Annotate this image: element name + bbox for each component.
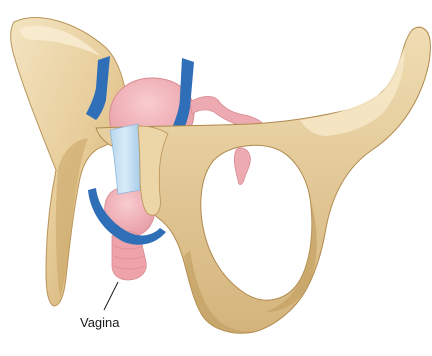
pubic-ligament-band xyxy=(110,124,140,194)
obturator-rim-shadow xyxy=(266,198,317,312)
vagina-label: Vagina xyxy=(80,315,120,330)
fimbriae xyxy=(234,148,250,185)
vagina-callout-line xyxy=(104,282,118,310)
